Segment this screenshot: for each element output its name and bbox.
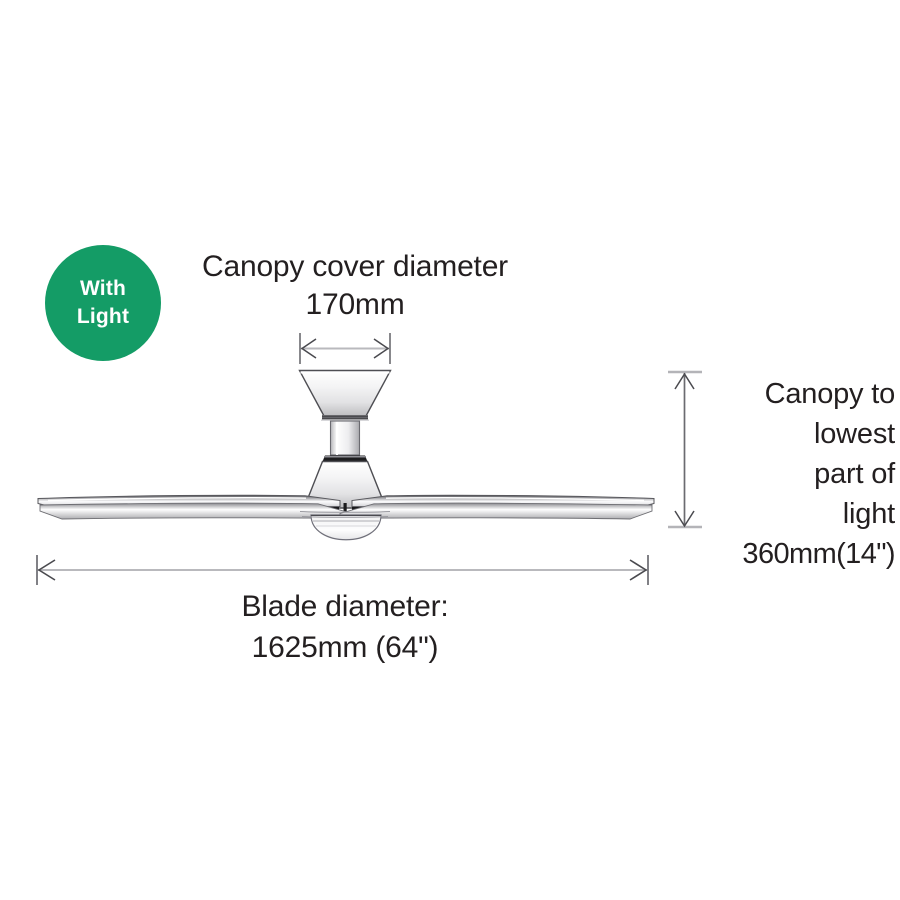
blade-diameter-label: Blade diameter: 1625mm (64")	[110, 587, 580, 668]
canopy-to-light-line-1: Canopy to	[764, 378, 896, 410]
motor-collar	[322, 455, 368, 462]
canopy-dimension-line	[299, 333, 391, 364]
canopy-cover	[298, 369, 392, 421]
canopy-to-light-line-4: light	[842, 498, 895, 531]
badge-line-2: Light	[76, 305, 130, 328]
canopy-to-light-line-3: part of	[814, 458, 895, 491]
canopy-to-light-value: 360mm(14")	[742, 538, 895, 571]
light-trim-rings	[299, 511, 391, 518]
ceiling-fan-illustration	[37, 369, 655, 541]
with-light-badge: With Light	[45, 245, 161, 361]
blade-diameter-value: 1625mm (64")	[251, 630, 439, 664]
blade-right	[339, 494, 655, 520]
canopy-diameter-value: 170mm	[305, 288, 405, 322]
light-dome	[310, 514, 382, 541]
canopy-diameter-title: Canopy cover diameter	[202, 250, 508, 283]
blade-diameter-title: Blade diameter:	[241, 590, 449, 623]
canopy-to-light-label: Canopy to lowest part of light 360mm(14"…	[690, 374, 895, 574]
badge-line-1: With	[79, 277, 127, 301]
blade-dimension-line	[36, 555, 649, 585]
canopy-to-light-line-2: lowest	[814, 418, 895, 451]
downrod	[329, 420, 361, 456]
height-dimension-line	[668, 370, 702, 529]
blade-left	[37, 494, 353, 520]
canopy-diameter-label: Canopy cover diameter 170mm	[150, 248, 560, 325]
